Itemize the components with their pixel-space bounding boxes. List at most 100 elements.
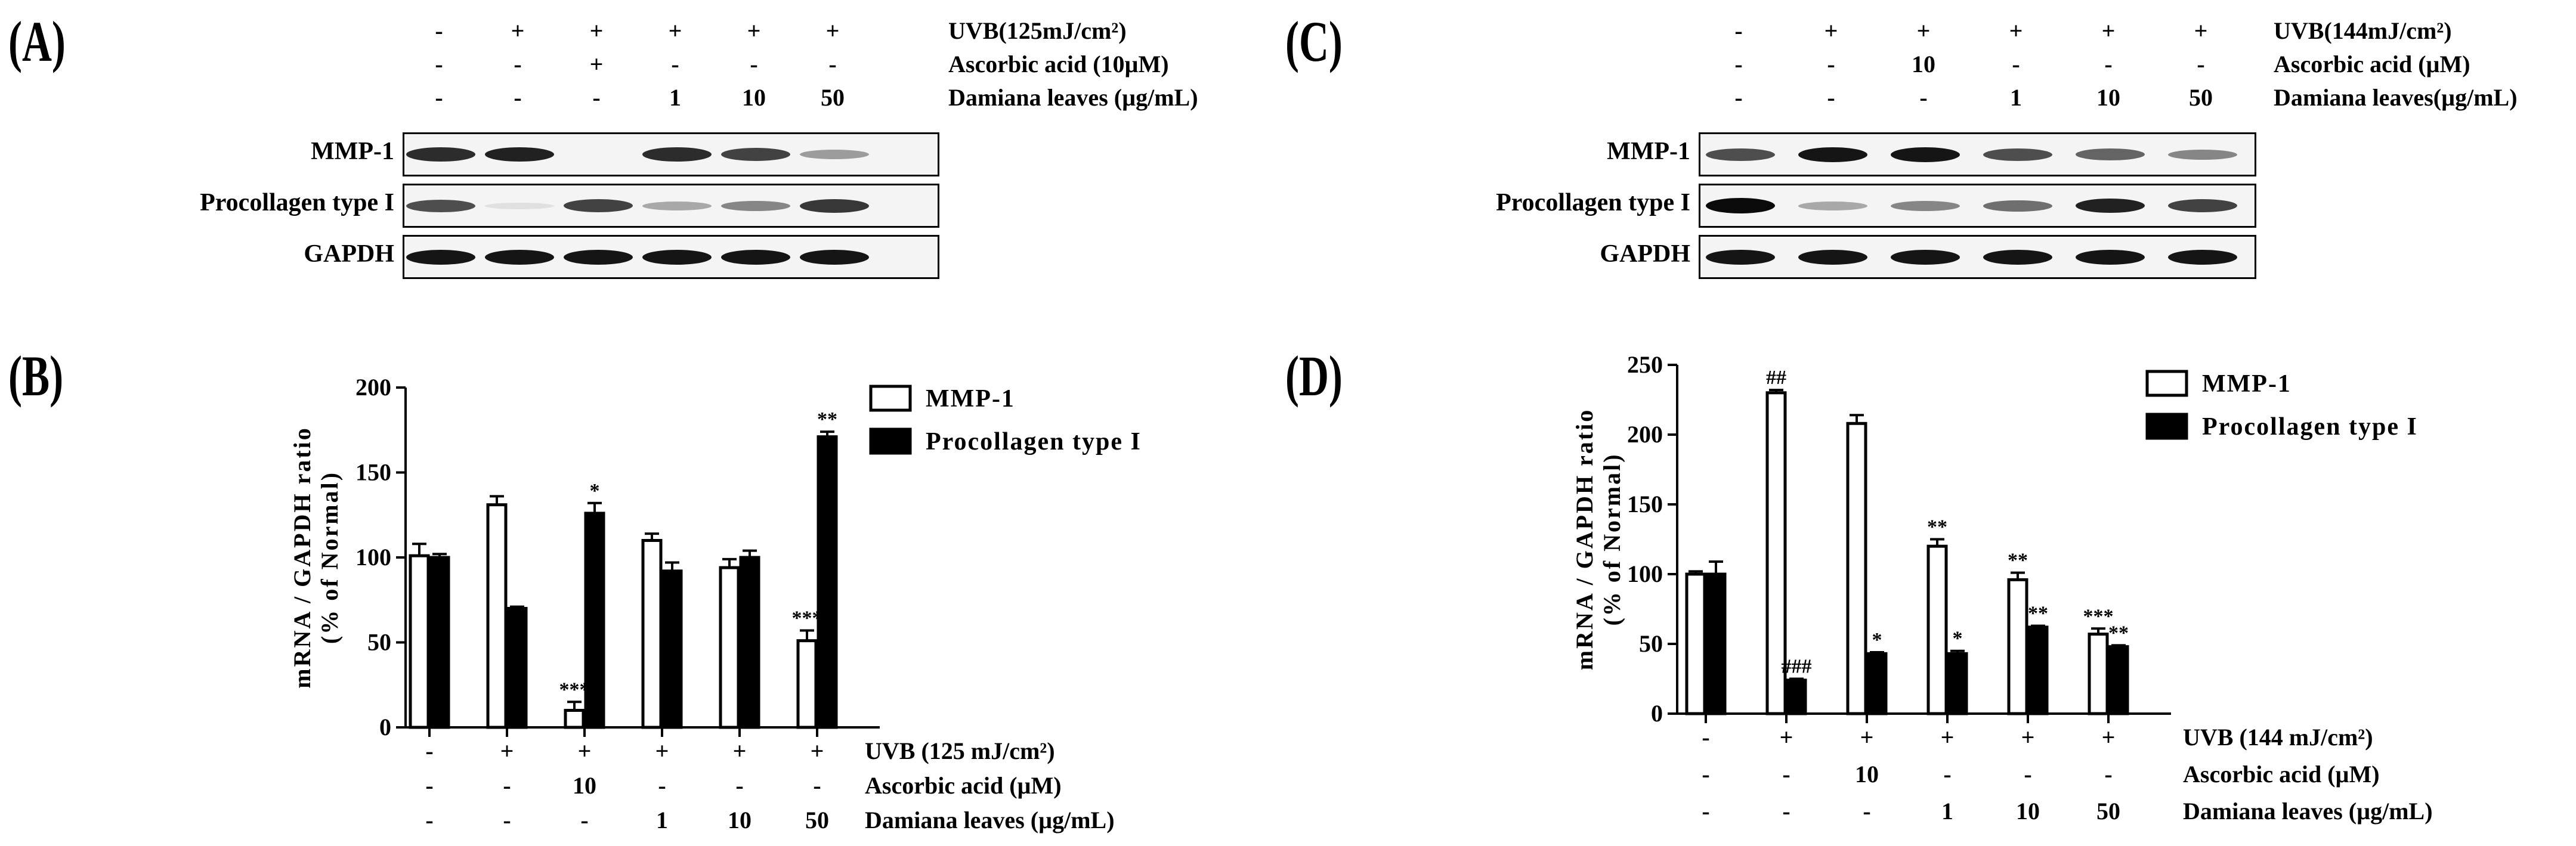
legend-label: MMP-1 [926, 385, 1015, 413]
y-tick-label: 50 [367, 629, 391, 656]
gel-band [2076, 199, 2145, 213]
gel-strip [403, 184, 939, 228]
bar-procollagen [584, 512, 605, 729]
panel-label-d: (D) [1285, 344, 1343, 408]
gel-band [721, 148, 790, 161]
treatment-mark: 1 [2010, 84, 2022, 111]
treatment-mark: 50 [821, 84, 845, 111]
gel-band [1706, 249, 1775, 265]
treatment-mark: 10 [2016, 798, 2040, 825]
treatment-mark: + [511, 17, 525, 44]
treatment-mark: - [503, 807, 511, 833]
significance-marker: ### [1782, 656, 1812, 678]
treatment-mark: - [425, 737, 433, 764]
gel-band [1706, 198, 1775, 213]
gel-row-label: GAPDH [1600, 240, 1690, 268]
gel-band [1891, 200, 1960, 211]
treatment-mark: - [592, 84, 601, 111]
significance-marker: * [1953, 628, 1963, 650]
gel-band [2168, 249, 2237, 265]
bar-mmp1 [719, 566, 740, 729]
bar-mmp1 [2088, 633, 2109, 715]
significance-marker: ** [2108, 622, 2129, 644]
treatment-mark: - [1734, 84, 1743, 111]
treatment-mark: + [811, 737, 824, 764]
gel-band [800, 249, 869, 265]
bar-mmp1 [1685, 572, 1706, 715]
treatment-mark: - [2012, 51, 2020, 78]
gel-band [2168, 199, 2237, 212]
gel-band [1891, 249, 1960, 265]
legend-label: MMP-1 [2202, 370, 2292, 398]
treatment-mark: - [671, 51, 679, 78]
significance-marker: * [590, 480, 600, 502]
treatment-mark: + [747, 17, 761, 44]
gel-band [2076, 249, 2145, 265]
panel-label-a: (A) [8, 10, 66, 73]
gel-band [1798, 249, 1867, 265]
gel-band [642, 201, 712, 210]
bar-procollagen [429, 556, 450, 729]
treatment-mark: - [658, 772, 666, 799]
y-tick-label: 0 [1651, 700, 1663, 727]
bar-procollagen [817, 435, 838, 729]
significance-marker: * [1872, 629, 1882, 651]
treatment-mark: + [1780, 724, 1793, 751]
bar-mmp1 [796, 639, 818, 729]
treatment-mark: 10 [1855, 761, 1879, 788]
gel-band [1798, 201, 1867, 210]
significance-marker: ## [1766, 367, 1786, 389]
treatment-label: Damiana leaves (µg/mL) [2183, 798, 2433, 825]
treatment-mark: + [2102, 724, 2116, 751]
treatment-mark: 10 [728, 807, 752, 833]
legend-swatch [2145, 413, 2188, 440]
significance-marker: ** [2008, 550, 2028, 572]
panel-label-c: (C) [1285, 10, 1343, 73]
treatment-mark: - [1702, 724, 1709, 751]
treatment-mark: + [668, 17, 682, 44]
gel-row-label: MMP-1 [1607, 138, 1690, 165]
y-tick-label: 250 [1627, 351, 1663, 378]
treatment-mark: 10 [2096, 84, 2120, 111]
treatment-label: Damiana leaves(µg/mL) [2274, 84, 2518, 111]
treatment-mark: + [2021, 724, 2035, 751]
treatment-mark: 10 [742, 84, 766, 111]
gel-strip [1699, 184, 2256, 228]
treatment-mark: - [1863, 798, 1870, 825]
treatment-mark: - [2024, 761, 2031, 788]
treatment-mark: 1 [656, 807, 668, 833]
treatment-mark: - [2197, 51, 2205, 78]
treatment-mark: + [500, 737, 514, 764]
treatment-mark: 10 [573, 772, 596, 799]
gel-band [564, 249, 633, 265]
treatment-label: UVB (125 mJ/cm²) [865, 737, 1055, 764]
treatment-mark: + [2194, 17, 2208, 44]
treatment-mark: + [1916, 17, 1931, 44]
gel-band [1891, 147, 1960, 162]
bar-procollagen [1866, 652, 1888, 715]
gel-row-label: MMP-1 [311, 138, 394, 165]
treatment-label: UVB(144mJ/cm²) [2274, 17, 2452, 44]
gel-strip [403, 132, 939, 176]
gel-band [800, 150, 869, 159]
gel-band [564, 199, 633, 212]
significance-marker: *** [2083, 605, 2114, 627]
gel-band [406, 199, 475, 212]
gel-band [406, 249, 475, 265]
treatment-mark: 1 [669, 84, 681, 111]
gel-band [406, 147, 475, 162]
bar-mmp1 [641, 539, 663, 729]
treatment-label: UVB(125mJ/cm²) [948, 17, 1127, 44]
gel-row-label: Procollagen type I [200, 189, 394, 216]
bar-mmp1 [1926, 544, 1948, 715]
gel-band [1983, 148, 2052, 161]
gel-band [2168, 149, 2237, 160]
treatment-mark: - [735, 772, 743, 799]
bar-procollagen [2027, 625, 2049, 715]
treatment-mark: + [733, 737, 747, 764]
gel-band [721, 200, 790, 211]
gel-band [1983, 249, 2052, 265]
legend-label: Procollagen type I [2202, 413, 2418, 441]
treatment-mark: + [1824, 17, 1838, 44]
